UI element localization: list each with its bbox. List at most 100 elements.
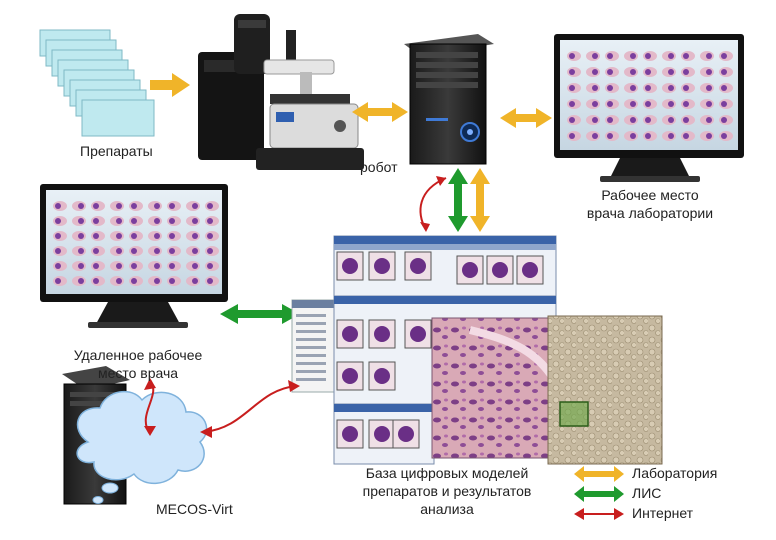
cell-thumbnail-nucleus	[607, 133, 613, 139]
cell-thumbnail-nucleus	[706, 133, 712, 139]
database-label-line1: База цифровых моделей	[365, 465, 529, 481]
database-screens-icon	[291, 235, 663, 465]
cell-thumbnail-nucleus	[55, 233, 61, 239]
cell-thumbnail-nucleus	[169, 218, 175, 224]
cell-thumbnail-nucleus	[645, 101, 651, 107]
cell-thumbnail-nucleus	[78, 278, 84, 284]
cell-nucleus	[342, 326, 358, 342]
cell-thumbnail-nucleus	[630, 101, 636, 107]
form-line	[296, 362, 326, 365]
cell-thumbnail-nucleus	[116, 263, 122, 269]
cell-thumbnail-nucleus	[706, 53, 712, 59]
cloud-icon	[76, 390, 208, 504]
cell-thumbnail-nucleus	[207, 278, 213, 284]
cell-thumbnail-nucleus	[93, 218, 99, 224]
cell-thumbnail-nucleus	[93, 263, 99, 269]
cell-thumbnail-nucleus	[706, 85, 712, 91]
cell-thumbnail-nucleus	[607, 117, 613, 123]
cell-thumbnail-nucleus	[93, 233, 99, 239]
cell-thumbnail-nucleus	[569, 101, 575, 107]
cell-thumbnail-nucleus	[169, 203, 175, 209]
cell-thumbnail-nucleus	[55, 203, 61, 209]
form-line	[296, 346, 326, 349]
cell-thumbnail-nucleus	[192, 233, 198, 239]
cell-thumbnail-nucleus	[78, 218, 84, 224]
cell-nucleus	[492, 262, 508, 278]
cell-thumbnail-nucleus	[668, 101, 674, 107]
cell-thumbnail-nucleus	[169, 263, 175, 269]
cell-thumbnail-nucleus	[116, 218, 122, 224]
cell-thumbnail-nucleus	[192, 248, 198, 254]
cell-nucleus	[462, 262, 478, 278]
cell-thumbnail-nucleus	[192, 218, 198, 224]
cell-thumbnail-nucleus	[721, 133, 727, 139]
cell-thumbnail-nucleus	[721, 117, 727, 123]
cell-thumbnail-nucleus	[78, 263, 84, 269]
cell-thumbnail-nucleus	[683, 69, 689, 75]
monitor-icon-lab	[554, 34, 744, 182]
cell-thumbnail-nucleus	[683, 53, 689, 59]
cell-thumbnail-nucleus	[154, 278, 160, 284]
cell-thumbnail-nucleus	[55, 248, 61, 254]
cell-thumbnail-nucleus	[207, 263, 213, 269]
cell-thumbnail-nucleus	[154, 233, 160, 239]
cell-thumbnail-nucleus	[131, 233, 137, 239]
cell-thumbnail-nucleus	[116, 248, 122, 254]
cell-thumbnail-nucleus	[592, 117, 598, 123]
cell-thumbnail-nucleus	[116, 203, 122, 209]
cell-thumbnail-nucleus	[93, 248, 99, 254]
cell-nucleus	[374, 426, 390, 442]
cell-thumbnail-nucleus	[683, 117, 689, 123]
lis-arrow-remote-database	[220, 304, 300, 324]
cell-thumbnail-nucleus	[607, 69, 613, 75]
cell-thumbnail-nucleus	[154, 218, 160, 224]
cell-thumbnail-nucleus	[207, 218, 213, 224]
cell-thumbnail-nucleus	[683, 101, 689, 107]
legend-arrow-lab	[574, 466, 624, 482]
cell-thumbnail-nucleus	[207, 203, 213, 209]
cell-thumbnail-nucleus	[607, 53, 613, 59]
cell-thumbnail-nucleus	[55, 278, 61, 284]
internet-arrow-server-database	[419, 176, 447, 232]
form-line	[296, 378, 326, 381]
legend-label-internet: Интернет	[632, 505, 694, 521]
cell-thumbnail-nucleus	[154, 248, 160, 254]
cell-thumbnail-nucleus	[78, 233, 84, 239]
cell-thumbnail-nucleus	[645, 53, 651, 59]
cell-thumbnail-nucleus	[131, 218, 137, 224]
cell-thumbnail-nucleus	[721, 85, 727, 91]
cell-nucleus	[398, 426, 414, 442]
cell-thumbnail-nucleus	[78, 248, 84, 254]
cell-image-tile	[404, 251, 432, 281]
lab-workstation-label-line2: врача лаборатории	[586, 205, 714, 221]
cell-thumbnail-nucleus	[169, 278, 175, 284]
internet-arrow-cloud-database	[200, 380, 300, 438]
cell-thumbnail-nucleus	[93, 203, 99, 209]
lab-arrow-server-monitor	[500, 108, 552, 128]
cell-thumbnail-nucleus	[668, 69, 674, 75]
legend-label-lis: ЛИС	[632, 485, 662, 501]
slides-label: Препараты	[80, 143, 153, 159]
cell-thumbnail-nucleus	[569, 117, 575, 123]
form-line	[296, 370, 326, 373]
cell-thumbnail-nucleus	[131, 248, 137, 254]
cell-thumbnail-nucleus	[668, 85, 674, 91]
cell-thumbnail-nucleus	[192, 203, 198, 209]
cell-thumbnail-nucleus	[131, 203, 137, 209]
legend-label-lab: Лаборатория	[632, 465, 718, 481]
cell-thumbnail-nucleus	[645, 117, 651, 123]
form-line	[296, 330, 326, 333]
cloud-label: MECOS-Virt	[156, 501, 233, 517]
lab-arrow-server-database	[470, 168, 490, 232]
lis-arrow-server-database	[448, 168, 468, 232]
cell-thumbnail-nucleus	[55, 263, 61, 269]
cell-thumbnail-nucleus	[607, 101, 613, 107]
cell-thumbnail-nucleus	[116, 278, 122, 284]
form-line	[296, 314, 326, 317]
cell-nucleus	[342, 368, 358, 384]
cell-thumbnail-nucleus	[630, 85, 636, 91]
cell-thumbnail-nucleus	[192, 263, 198, 269]
cell-thumbnail-nucleus	[645, 133, 651, 139]
form-line	[296, 338, 326, 341]
cell-thumbnail-nucleus	[630, 53, 636, 59]
